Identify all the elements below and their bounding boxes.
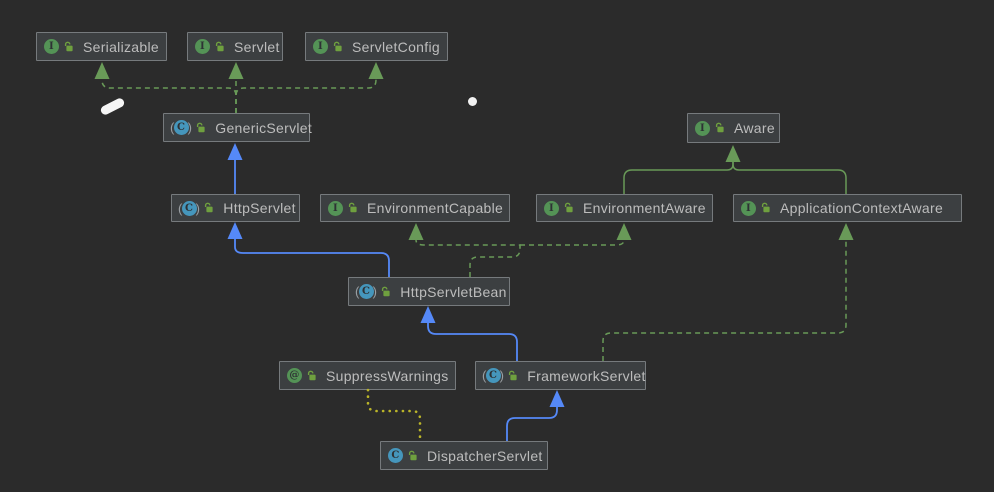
- node-http-servlet-bean[interactable]: (C) HttpServletBean: [348, 277, 510, 306]
- abstract-class-icon: (C): [355, 284, 378, 299]
- node-dispatcher-servlet[interactable]: C DispatcherServlet: [380, 441, 548, 470]
- node-label: DispatcherServlet: [427, 447, 543, 464]
- public-key-icon: [715, 122, 724, 133]
- node-label: EnvironmentCapable: [367, 200, 504, 216]
- public-key-icon: [307, 370, 316, 380]
- public-key-icon: [348, 202, 357, 213]
- abstract-class-icon: (C): [170, 120, 193, 135]
- abstract-class-icon: (C): [482, 368, 505, 383]
- node-label: ServletConfig: [352, 38, 440, 55]
- node-label: FrameworkServlet: [527, 367, 646, 384]
- node-serializable[interactable]: I Serializable: [36, 32, 167, 61]
- interface-icon: I: [195, 39, 210, 54]
- public-key-icon: [64, 41, 73, 51]
- node-label: Aware: [734, 120, 775, 136]
- node-label: Serializable: [83, 38, 159, 55]
- public-key-icon: [408, 450, 417, 460]
- abstract-class-icon: (C): [178, 200, 201, 216]
- class-icon: C: [388, 448, 403, 463]
- node-servlet-config[interactable]: I ServletConfig: [305, 32, 448, 61]
- interface-icon: I: [741, 200, 756, 216]
- public-key-icon: [333, 41, 342, 51]
- cursor-artifact-dot: [468, 97, 477, 106]
- interface-icon: I: [695, 120, 710, 136]
- node-label: HttpServlet: [223, 200, 296, 216]
- interface-icon: I: [544, 200, 559, 216]
- node-suppress-warnings[interactable]: @ SuppressWarnings: [279, 361, 456, 390]
- node-generic-servlet[interactable]: (C) GenericServlet: [163, 113, 313, 142]
- public-key-icon: [205, 202, 213, 213]
- node-label: GenericServlet: [215, 119, 313, 136]
- node-environment-capable[interactable]: I EnvironmentCapable: [320, 194, 510, 222]
- interface-icon: I: [313, 39, 328, 54]
- node-framework-servlet[interactable]: (C) FrameworkServlet: [475, 361, 646, 390]
- node-http-servlet[interactable]: (C) HttpServlet: [171, 194, 300, 222]
- node-label: HttpServletBean: [400, 283, 507, 300]
- node-servlet[interactable]: I Servlet: [187, 32, 283, 61]
- node-label: ApplicationContextAware: [780, 200, 944, 216]
- public-key-icon: [564, 202, 573, 213]
- node-label: Servlet: [234, 38, 280, 55]
- annotation-icon: @: [287, 368, 302, 383]
- interface-icon: I: [328, 200, 343, 216]
- public-key-icon: [215, 41, 224, 51]
- node-environment-aware[interactable]: I EnvironmentAware: [536, 194, 713, 222]
- interface-icon: I: [44, 39, 59, 54]
- node-application-context-aware[interactable]: I ApplicationContextAware: [733, 194, 962, 222]
- public-key-icon: [761, 202, 770, 213]
- public-key-icon: [509, 370, 517, 380]
- public-key-icon: [197, 122, 205, 132]
- node-label: EnvironmentAware: [583, 200, 706, 216]
- node-label: SuppressWarnings: [326, 367, 449, 384]
- node-aware[interactable]: I Aware: [687, 113, 780, 143]
- public-key-icon: [382, 286, 390, 296]
